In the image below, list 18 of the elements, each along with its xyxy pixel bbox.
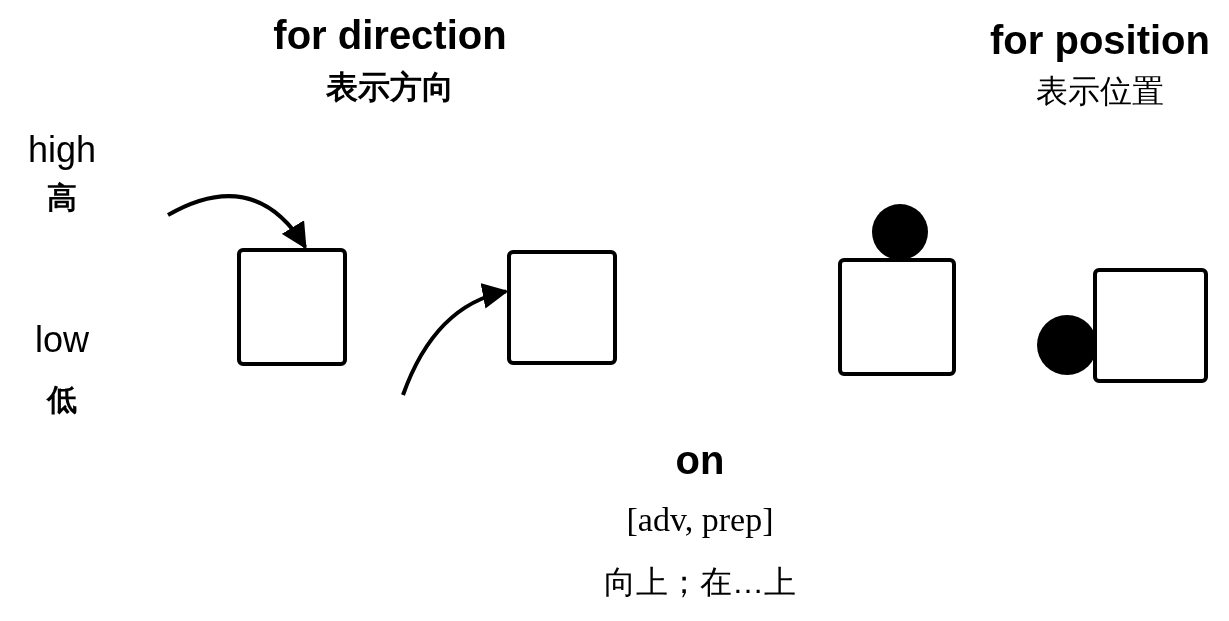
square	[237, 248, 347, 366]
headword: on	[675, 437, 725, 483]
square	[1093, 268, 1208, 383]
heading: for position	[990, 17, 1210, 63]
chinese-heading: 表示方向	[326, 68, 454, 107]
heading: for direction	[273, 12, 507, 58]
curved-arrow	[167, 194, 307, 250]
ball	[872, 204, 928, 260]
word-label: high	[27, 129, 97, 171]
word-label: low	[35, 319, 89, 361]
chinese-label: 低	[47, 381, 77, 418]
curved-arrow	[401, 284, 509, 396]
chinese-label: 高	[47, 179, 77, 216]
square	[838, 258, 956, 376]
chinese-definition: 向上；在…上	[604, 563, 796, 602]
chinese-heading: 表示位置	[1036, 72, 1164, 111]
part-of-speech: [adv, prep]	[626, 501, 774, 539]
square	[507, 250, 617, 365]
